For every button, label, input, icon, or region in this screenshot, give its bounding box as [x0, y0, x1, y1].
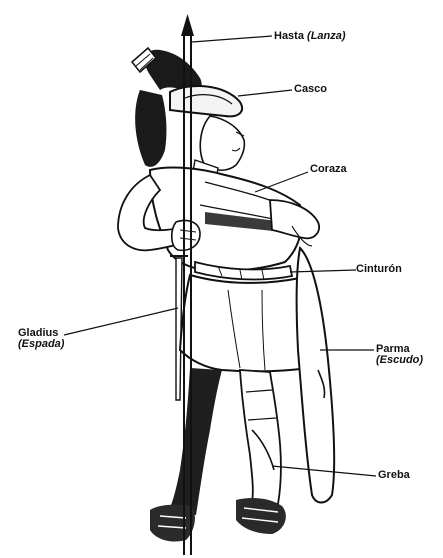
label-cinturon: Cinturón — [356, 264, 402, 275]
label-parma-translation: (Escudo) — [376, 355, 423, 366]
right-leg — [240, 370, 281, 504]
label-coraza: Coraza — [310, 164, 347, 175]
coraza-leader — [255, 172, 308, 192]
hand-on-spear — [172, 221, 200, 251]
label-greba-name: Greba — [378, 469, 410, 481]
shield — [297, 248, 334, 503]
face — [200, 116, 244, 170]
label-casco-name: Casco — [294, 83, 327, 95]
casco-leader — [238, 90, 292, 96]
hair — [135, 90, 166, 167]
label-parma: Parma (Escudo) — [376, 344, 423, 366]
label-hasta-translation: (Lanza) — [307, 30, 346, 42]
label-hasta-name: Hasta — [274, 30, 304, 42]
label-gladius-translation: (Espada) — [18, 339, 64, 350]
gladius-leader — [64, 308, 178, 335]
label-coraza-name: Coraza — [310, 163, 347, 175]
hasta-leader — [192, 36, 272, 42]
left-foot — [150, 505, 195, 542]
label-casco: Casco — [294, 84, 327, 95]
spear-tip — [181, 14, 194, 36]
label-hasta: Hasta (Lanza) — [274, 31, 346, 42]
label-cinturon-name: Cinturón — [356, 263, 402, 275]
helmet — [170, 86, 242, 116]
tunic — [180, 275, 308, 371]
label-greba: Greba — [378, 470, 410, 481]
label-gladius: Gladius (Espada) — [18, 328, 64, 350]
